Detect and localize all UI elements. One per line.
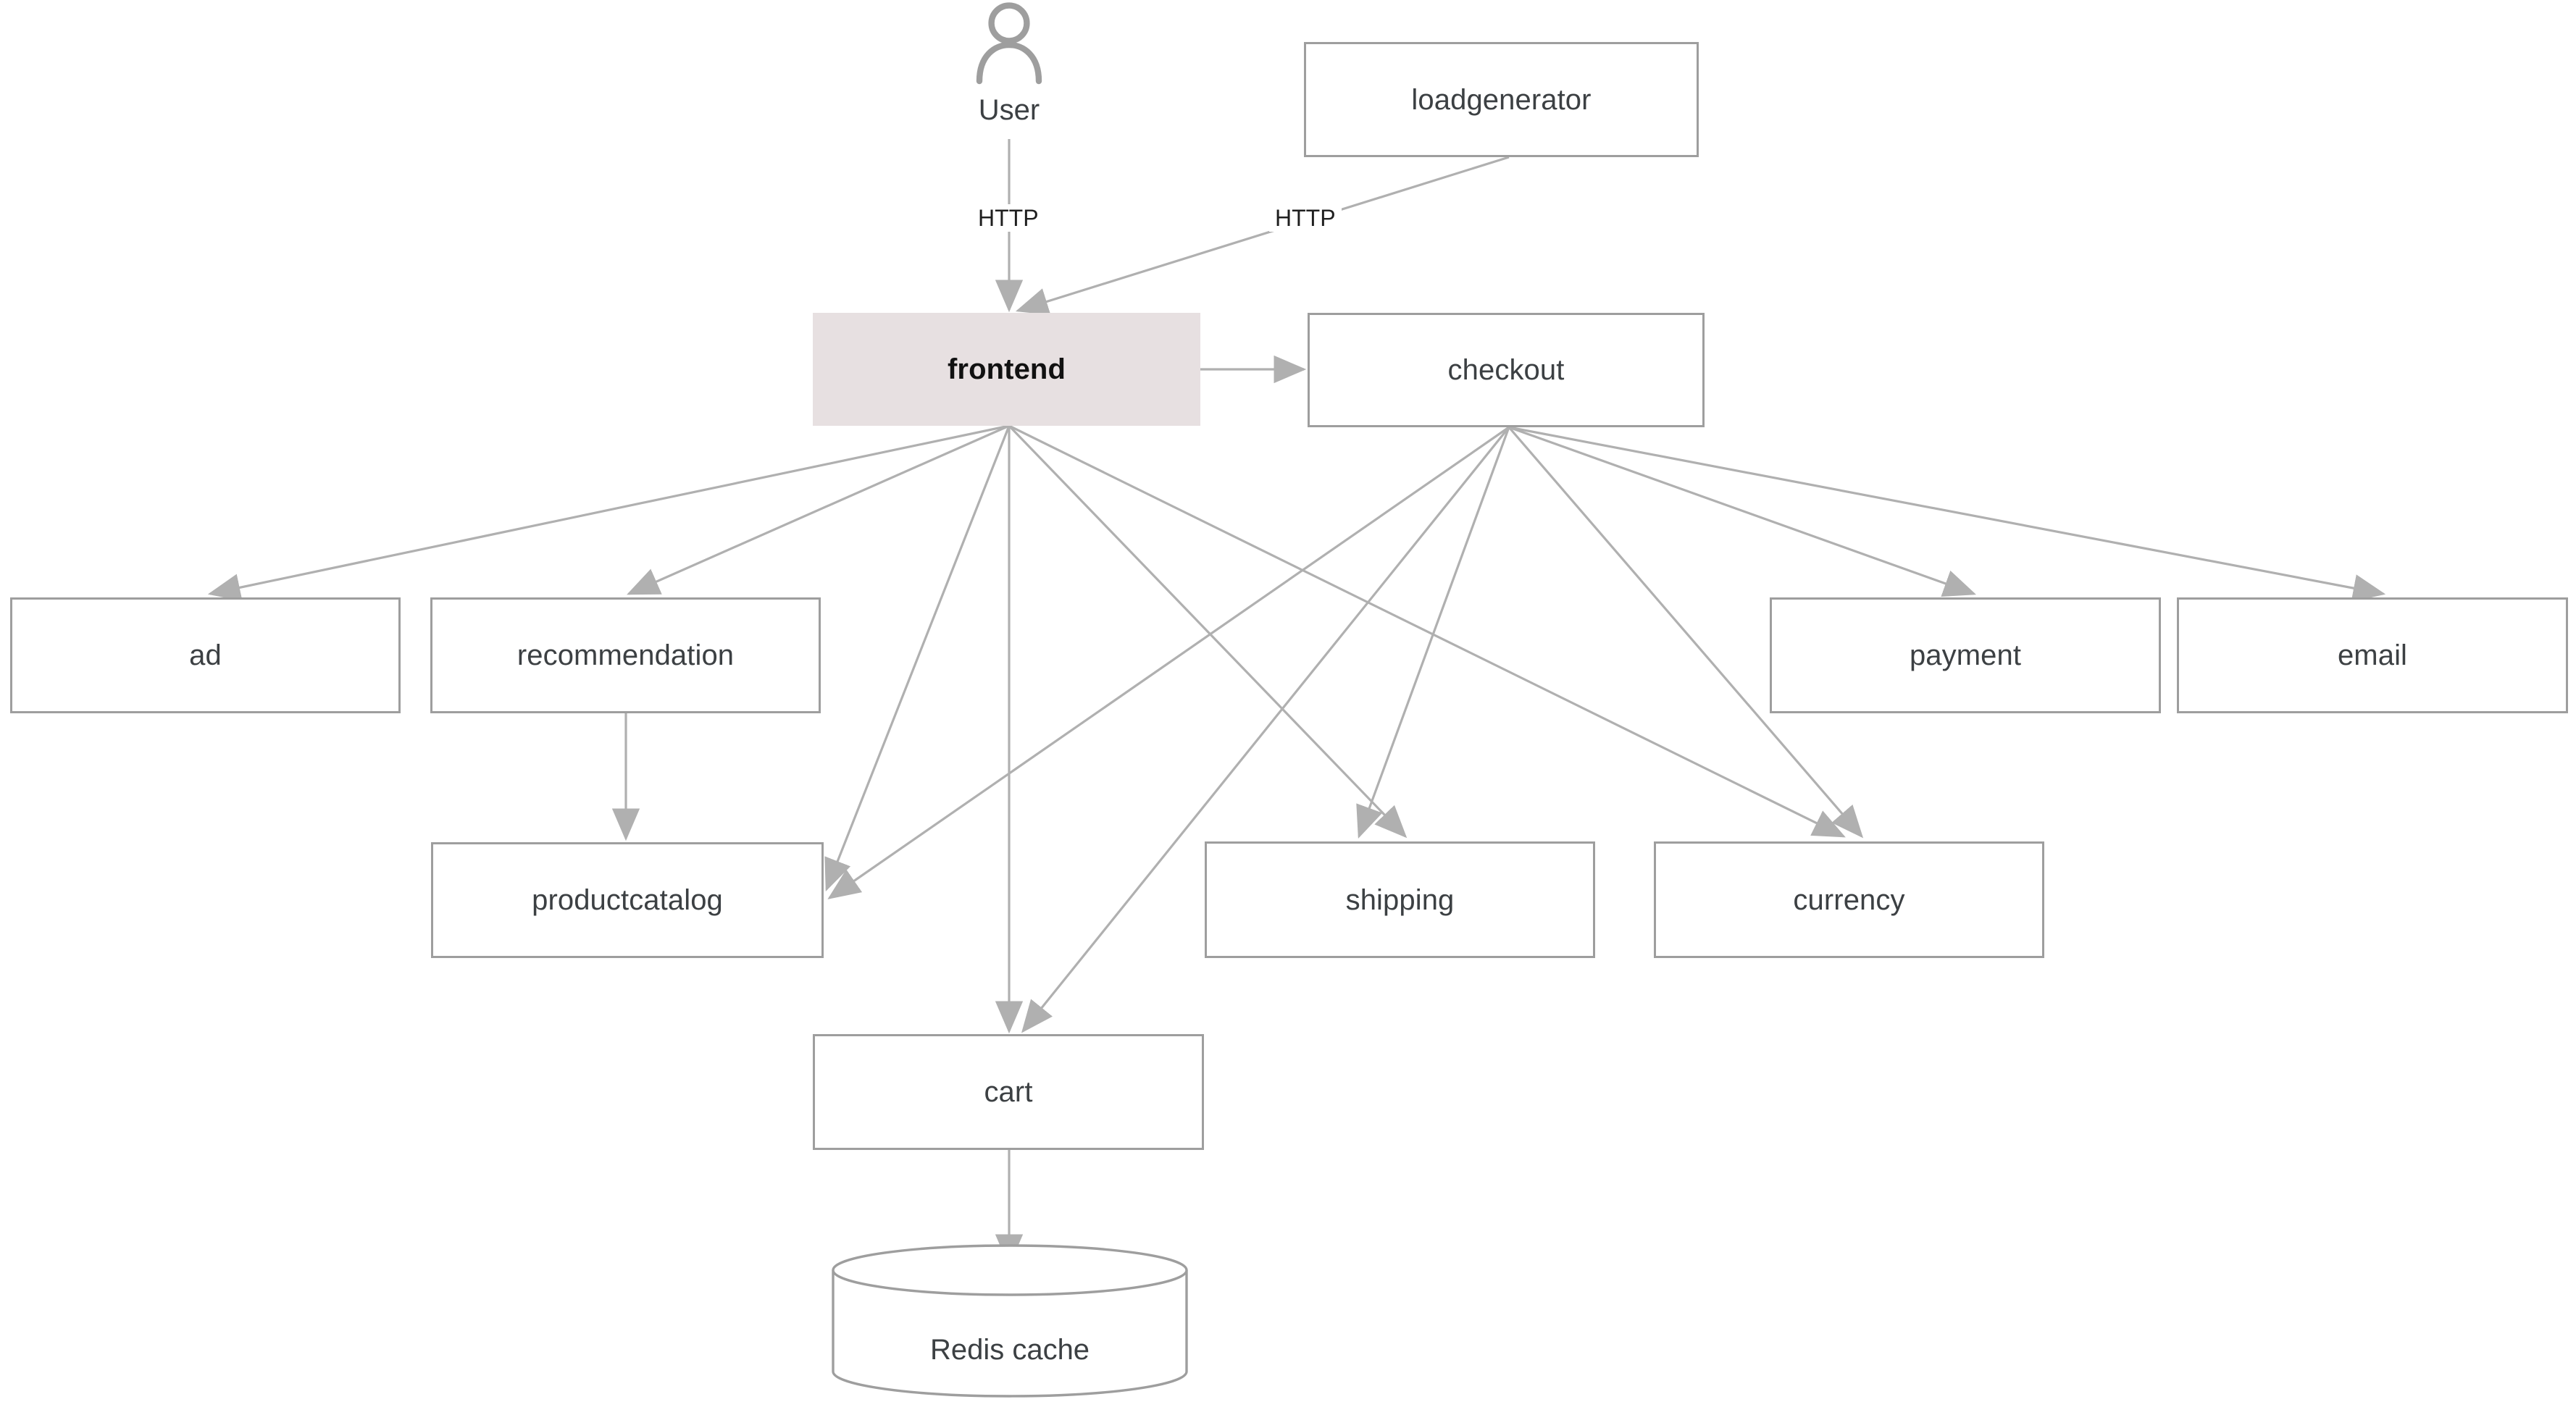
- node-shipping[interactable]: shipping: [1205, 841, 1595, 958]
- node-recommendation[interactable]: recommendation: [430, 597, 821, 713]
- edge-checkout-productcatalog: [827, 426, 1510, 899]
- node-payment-label: payment: [1909, 639, 2022, 671]
- node-payment[interactable]: payment: [1770, 597, 2161, 713]
- person-icon: [976, 2, 1042, 85]
- node-loadgenerator-label: loadgenerator: [1411, 83, 1592, 116]
- node-shipping-label: shipping: [1345, 883, 1455, 916]
- edge-checkout-shipping: [1356, 427, 1510, 839]
- edge-loadgenerator-frontend: [1015, 156, 1510, 315]
- node-email-label: email: [2337, 639, 2408, 671]
- node-cart-label: cart: [984, 1076, 1033, 1108]
- node-redis[interactable]: Redis cache: [832, 1244, 1188, 1398]
- node-email[interactable]: email: [2177, 597, 2568, 713]
- edge-frontend-currency: [1008, 424, 1846, 838]
- node-ad-label: ad: [189, 639, 222, 671]
- node-productcatalog-label: productcatalog: [532, 884, 723, 916]
- cylinder-shape: [832, 1244, 1188, 1398]
- node-checkout[interactable]: checkout: [1308, 313, 1705, 427]
- edge-label-loadgenerator-http: HTTP: [1269, 204, 1342, 232]
- node-frontend[interactable]: frontend: [813, 313, 1200, 426]
- edge-checkout-email: [1508, 426, 2386, 602]
- actor-user: User: [950, 1, 1069, 125]
- node-checkout-label: checkout: [1447, 354, 1565, 386]
- edge-label-user-http: HTTP: [972, 204, 1045, 232]
- node-cart[interactable]: cart: [813, 1034, 1204, 1150]
- actor-user-label: User: [978, 94, 1040, 126]
- node-currency-label: currency: [1793, 883, 1905, 916]
- edge-frontend-recommendation: [627, 424, 1010, 595]
- edge-checkout-payment: [1508, 426, 1977, 597]
- node-productcatalog[interactable]: productcatalog: [431, 842, 824, 958]
- node-frontend-label: frontend: [948, 353, 1066, 385]
- node-loadgenerator[interactable]: loadgenerator: [1304, 42, 1699, 157]
- edge-frontend-shipping: [1008, 424, 1408, 839]
- node-recommendation-label: recommendation: [517, 639, 735, 671]
- node-redis-label: Redis cache: [929, 1334, 1090, 1366]
- edge-frontend-productcatalog: [824, 425, 1011, 891]
- edge-frontend-ad: [207, 424, 1010, 602]
- node-ad[interactable]: ad: [10, 597, 401, 713]
- node-currency[interactable]: currency: [1654, 841, 2044, 958]
